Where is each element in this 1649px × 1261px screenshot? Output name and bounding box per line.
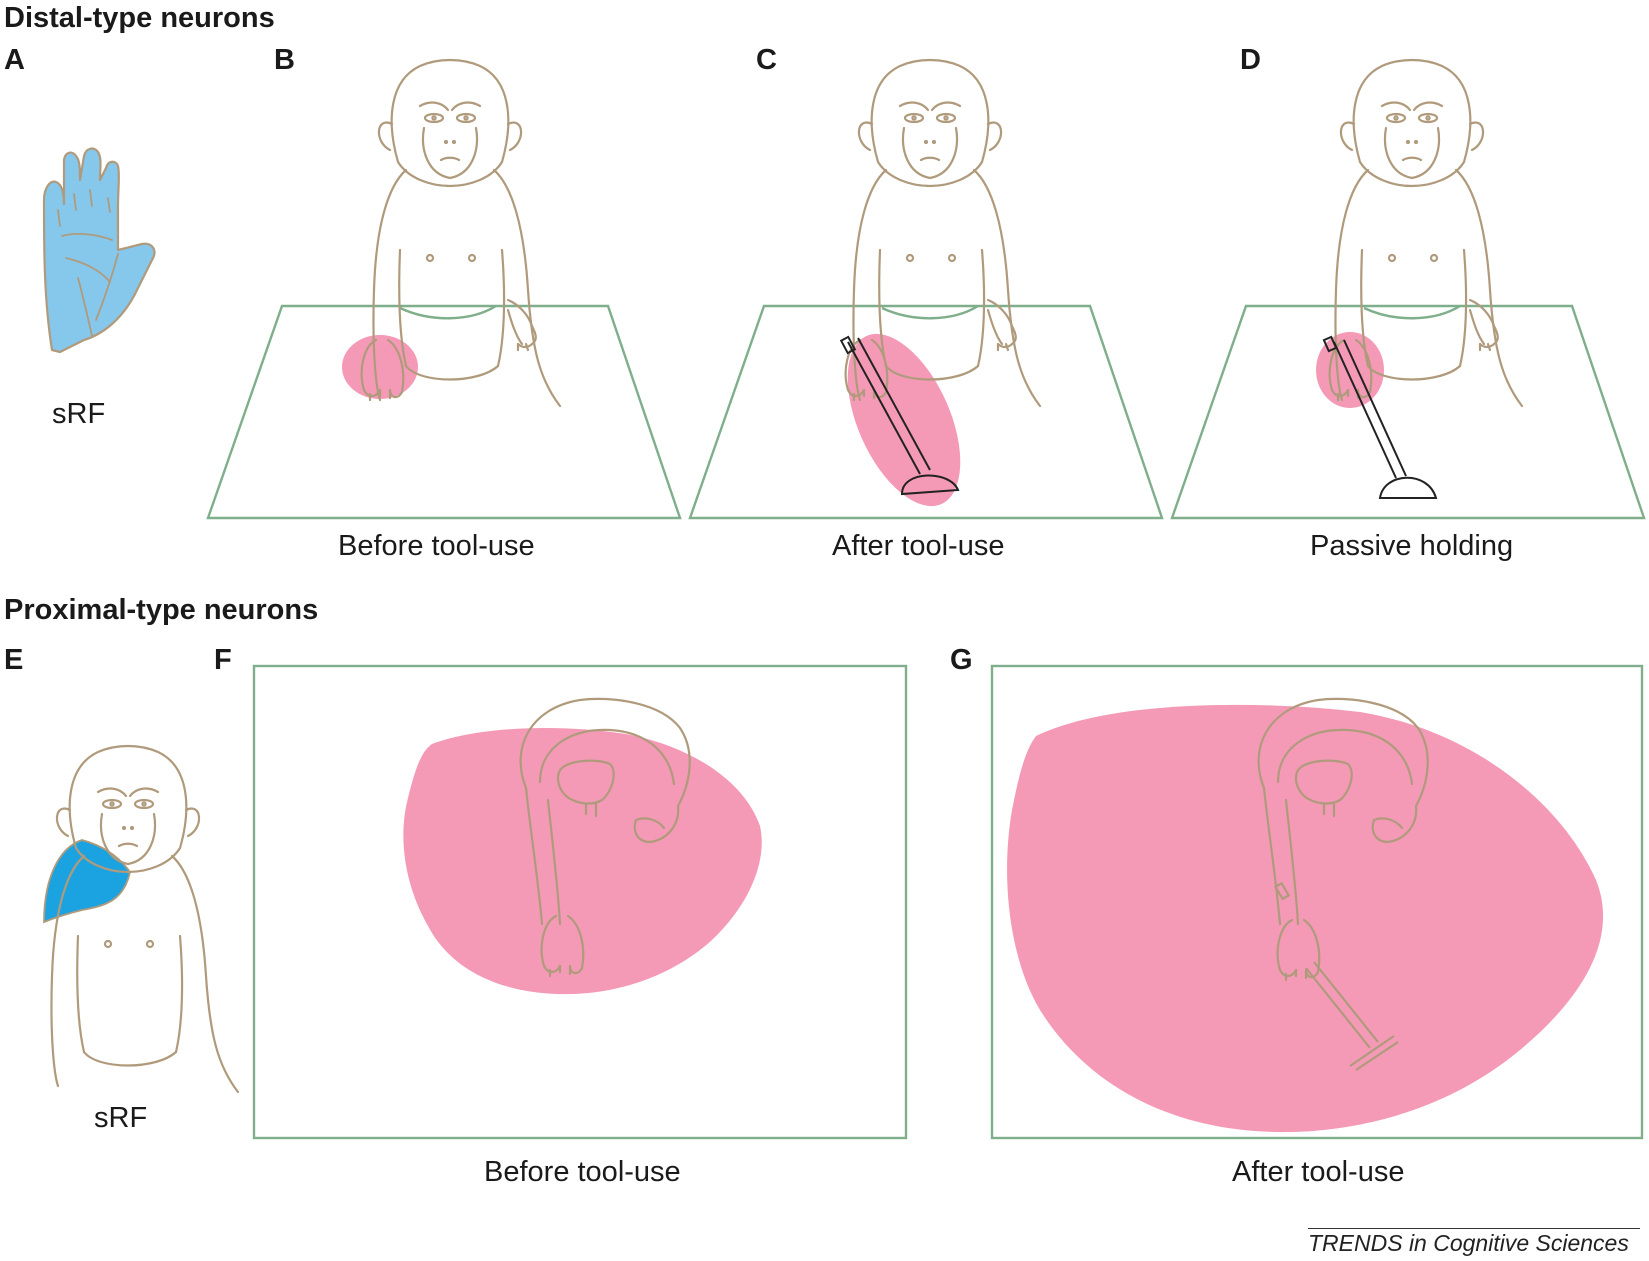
- caption-e: sRF: [94, 1102, 148, 1134]
- panel-label-b: B: [274, 44, 295, 76]
- table-d: [1170, 304, 1646, 520]
- visual-rf-b: [342, 335, 418, 399]
- publisher-credit: TRENDS in Cognitive Sciences: [1308, 1230, 1629, 1256]
- rake-g: [1274, 881, 1399, 1071]
- panel-label-g: G: [950, 644, 973, 676]
- panel-a-hand: [42, 147, 156, 354]
- panel-b-illustration: [206, 58, 682, 520]
- caption-b: Before tool-use: [338, 530, 535, 562]
- visual-rf-c: [847, 333, 961, 507]
- panel-label-f: F: [214, 644, 232, 676]
- panel-d-illustration: [1170, 58, 1646, 520]
- table-b: [206, 304, 682, 520]
- panel-c-illustration: [688, 58, 1164, 520]
- caption-c: After tool-use: [832, 530, 1005, 562]
- caption-g: After tool-use: [1232, 1156, 1405, 1188]
- table-c: [688, 304, 1164, 520]
- caption-d: Passive holding: [1310, 530, 1514, 562]
- caption-a: sRF: [52, 398, 106, 430]
- panel-f-illustration: [252, 664, 908, 1140]
- shoulder-srf: [43, 839, 131, 924]
- frame-f: [252, 664, 908, 1140]
- hand-srf: [42, 147, 156, 354]
- visual-rf-g: [1007, 704, 1604, 1133]
- panel-label-a: A: [4, 44, 25, 76]
- rake-c: [839, 335, 960, 496]
- distal-section-title: Distal-type neurons: [4, 2, 275, 34]
- panel-label-e: E: [4, 644, 24, 676]
- panel-g-illustration: [990, 664, 1644, 1140]
- panel-e-monkey: [43, 744, 240, 1094]
- visual-rf-f: [403, 728, 762, 995]
- caption-f: Before tool-use: [484, 1156, 681, 1188]
- panel-label-d: D: [1240, 44, 1261, 76]
- panel-label-c: C: [756, 44, 777, 76]
- credit-rule: [1308, 1228, 1640, 1229]
- proximal-section-title: Proximal-type neurons: [4, 594, 319, 626]
- frame-g: [990, 664, 1644, 1140]
- rake-d: [1322, 335, 1438, 499]
